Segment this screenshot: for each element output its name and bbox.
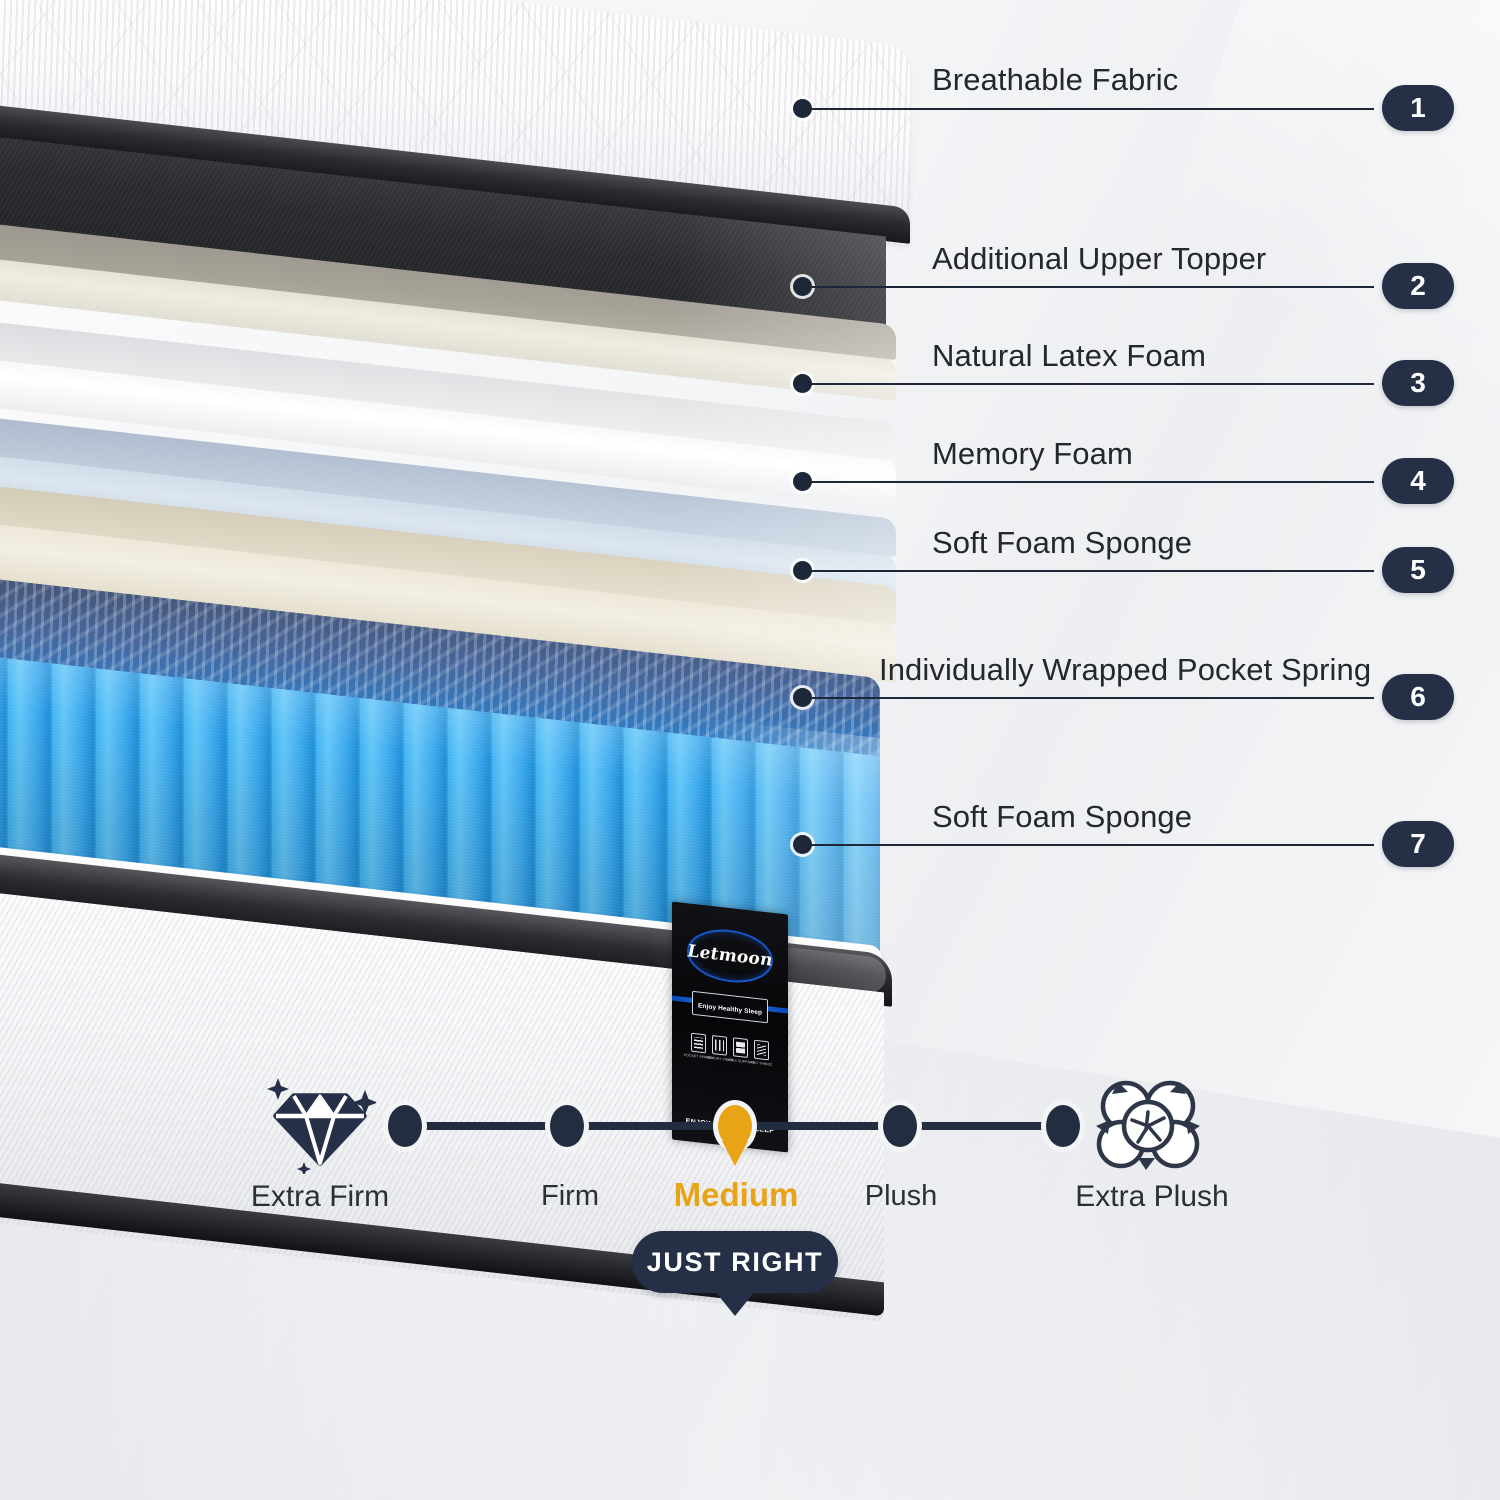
firmness-label-extra-plush: Extra Plush — [1075, 1180, 1229, 1213]
callout-label: Additional Upper Topper — [932, 241, 1267, 276]
callout-label: Breathable Fabric — [932, 62, 1179, 97]
callout-number-badge: 4 — [1382, 458, 1454, 504]
firmness-label-extra-firm: Extra Firm — [250, 1180, 390, 1213]
cotton-boll-icon — [1088, 1068, 1208, 1185]
callout-line — [802, 108, 1374, 110]
callout-number-badge: 6 — [1382, 674, 1454, 720]
just-right-tooltip: JUST RIGHT — [632, 1231, 838, 1293]
callout-label: Soft Foam Sponge — [932, 525, 1193, 560]
firmness-node-extra-firm[interactable] — [388, 1105, 422, 1147]
callout-label: Soft Foam Sponge — [932, 799, 1193, 834]
callout-line — [802, 481, 1374, 483]
latex-layer-icon — [733, 1037, 748, 1059]
brand-feature-icon-0: POCKET SPRING — [684, 1032, 713, 1060]
callout-number-badge: 2 — [1382, 263, 1454, 309]
callout-line — [802, 383, 1374, 385]
callout-line — [802, 286, 1374, 288]
brand-icon-caption: KNIT FABRIC — [750, 1060, 773, 1067]
callout-label: Memory Foam — [932, 436, 1133, 471]
firmness-node-medium[interactable] — [718, 1105, 752, 1147]
brand-feature-icon-3: KNIT FABRIC — [750, 1039, 773, 1067]
brand-logo-oval: Letmoon — [687, 925, 773, 987]
firmness-node-extra-plush[interactable] — [1046, 1105, 1080, 1147]
exploded-mattress-illustration: Letmoon Enjoy Healthy Sleep POCKET SPRIN… — [0, 0, 900, 1260]
tooltip-pointer — [714, 1290, 756, 1316]
callout-line — [802, 844, 1374, 846]
callout-label: Natural Latex Foam — [932, 338, 1207, 373]
firmness-label-medium: Medium — [673, 1176, 799, 1213]
brand-slogan: Enjoy Healthy Sleep — [697, 1002, 763, 1017]
callout-line — [802, 697, 1374, 699]
firmness-label-firm: Firm — [541, 1180, 599, 1212]
callout-label: Individually Wrapped Pocket Spring — [879, 652, 1372, 687]
brand-slogan-box: Enjoy Healthy Sleep — [691, 990, 769, 1024]
firmness-node-firm[interactable] — [550, 1105, 584, 1147]
callout-number-badge: 3 — [1382, 360, 1454, 406]
callout-number-badge: 1 — [1382, 85, 1454, 131]
breathable-fabric-icon — [754, 1039, 769, 1061]
diamond-icon — [264, 1068, 378, 1179]
firmness-scale: JUST RIGHT — [0, 1078, 1500, 1500]
memory-foam-icon — [712, 1034, 727, 1056]
spring-support-icon — [691, 1032, 706, 1054]
brand-feature-icon-2: LATEX SUPPORT — [726, 1037, 755, 1065]
firmness-label-plush: Plush — [864, 1180, 938, 1212]
brand-feature-icons: POCKET SPRING MEMORY FOAM LATEX SUPPORT … — [684, 1032, 773, 1067]
brand-name: Letmoon — [687, 941, 773, 971]
firmness-node-plush[interactable] — [883, 1105, 917, 1147]
callout-number-badge: 7 — [1382, 821, 1454, 867]
callout-line — [802, 570, 1374, 572]
callout-number-badge: 5 — [1382, 547, 1454, 593]
